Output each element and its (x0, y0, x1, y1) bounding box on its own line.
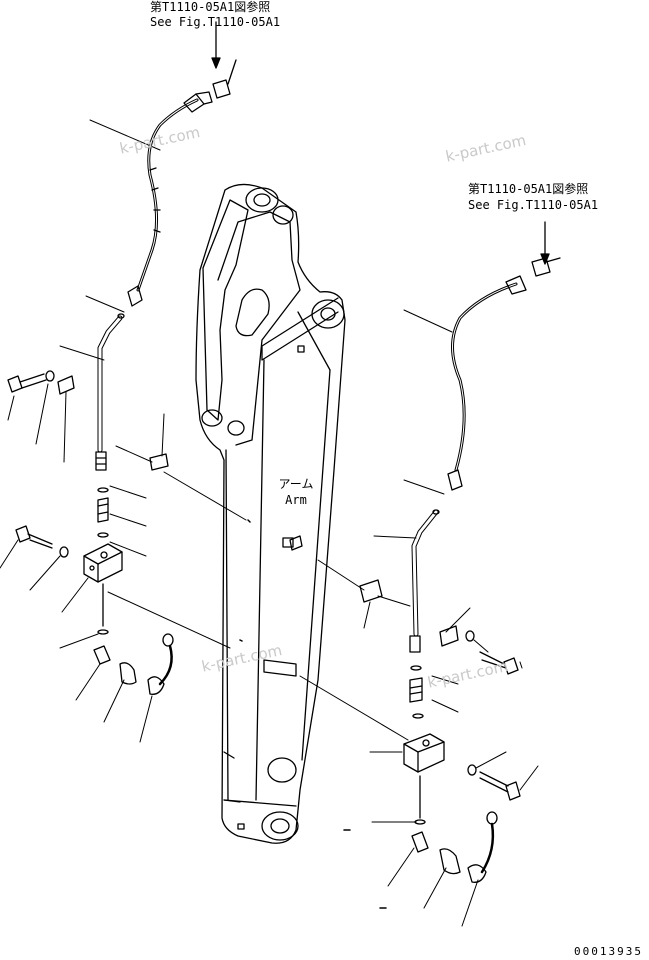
ref-label-right-en: See Fig.T1110-05A1 (468, 198, 599, 212)
arm-label-jp: アーム (278, 477, 314, 491)
arm-body (195, 183, 346, 844)
callout-leaders (0, 119, 539, 927)
left-fasteners (7, 370, 174, 695)
ref-label-top-en: See Fig.T1110-05A1 (150, 15, 281, 29)
ref-label-top-jp: 第T1110-05A1図参照 (150, 0, 271, 14)
pipe-left (95, 313, 125, 471)
arm-label-en: Arm (285, 493, 307, 507)
pipe-right (409, 509, 440, 653)
hose-right (447, 257, 561, 491)
hose-left (127, 59, 237, 307)
ref-arrow-top (211, 21, 221, 69)
ref-label-right-jp: 第T1110-05A1図参照 (468, 182, 589, 196)
document-number: 00013935 (574, 945, 643, 958)
clamp-left (149, 453, 169, 471)
right-fasteners (289, 535, 521, 883)
small-marks (239, 519, 387, 909)
